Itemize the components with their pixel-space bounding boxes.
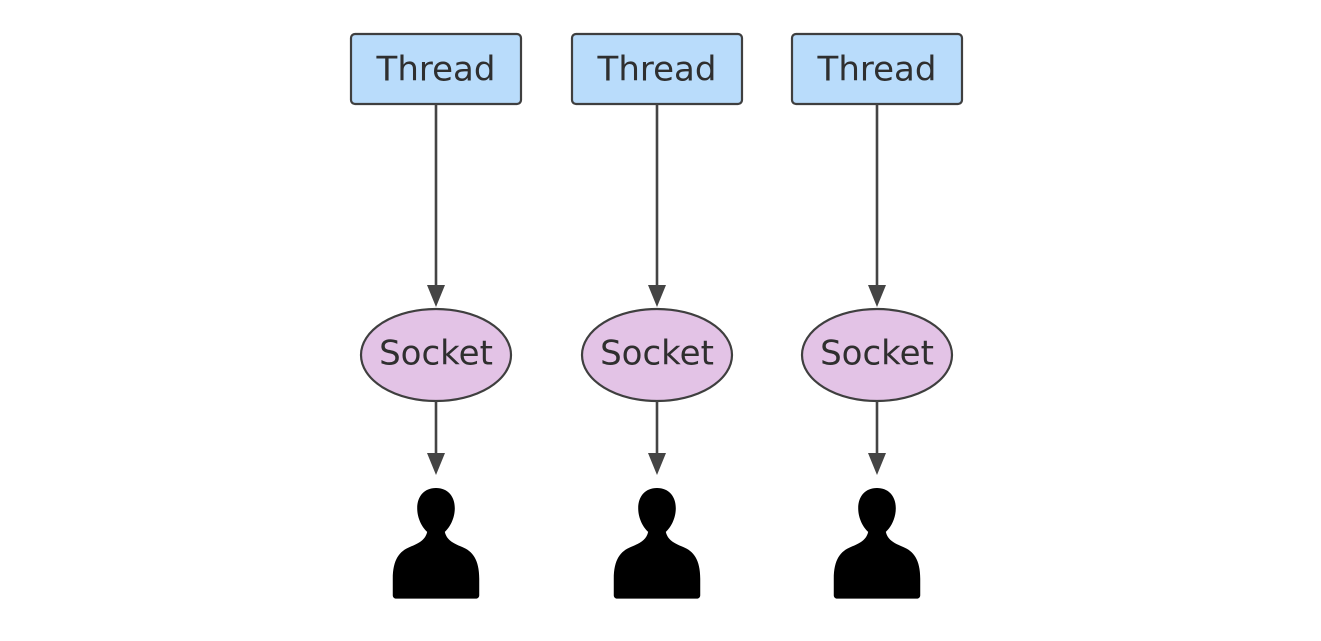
socket-label: Socket xyxy=(820,334,934,374)
column-2: Thread Socket xyxy=(570,32,744,599)
thread-to-socket-arrowhead xyxy=(427,285,445,307)
thread-to-socket-arrowhead xyxy=(868,285,886,307)
thread-label: Thread xyxy=(817,50,937,90)
user-icon xyxy=(392,488,480,599)
socket-label: Socket xyxy=(600,334,714,374)
user-icon xyxy=(833,488,921,599)
socket-to-user-arrowhead xyxy=(648,453,666,475)
thread-to-socket-arrowhead xyxy=(648,285,666,307)
user-icon xyxy=(613,488,701,599)
thread-label: Thread xyxy=(376,50,496,90)
thread-label: Thread xyxy=(597,50,717,90)
socket-to-user-arrowhead xyxy=(427,453,445,475)
column-3: Thread Socket xyxy=(790,32,964,599)
socket-label: Socket xyxy=(379,334,493,374)
column-1: Thread Socket xyxy=(349,32,523,599)
socket-to-user-arrowhead xyxy=(868,453,886,475)
